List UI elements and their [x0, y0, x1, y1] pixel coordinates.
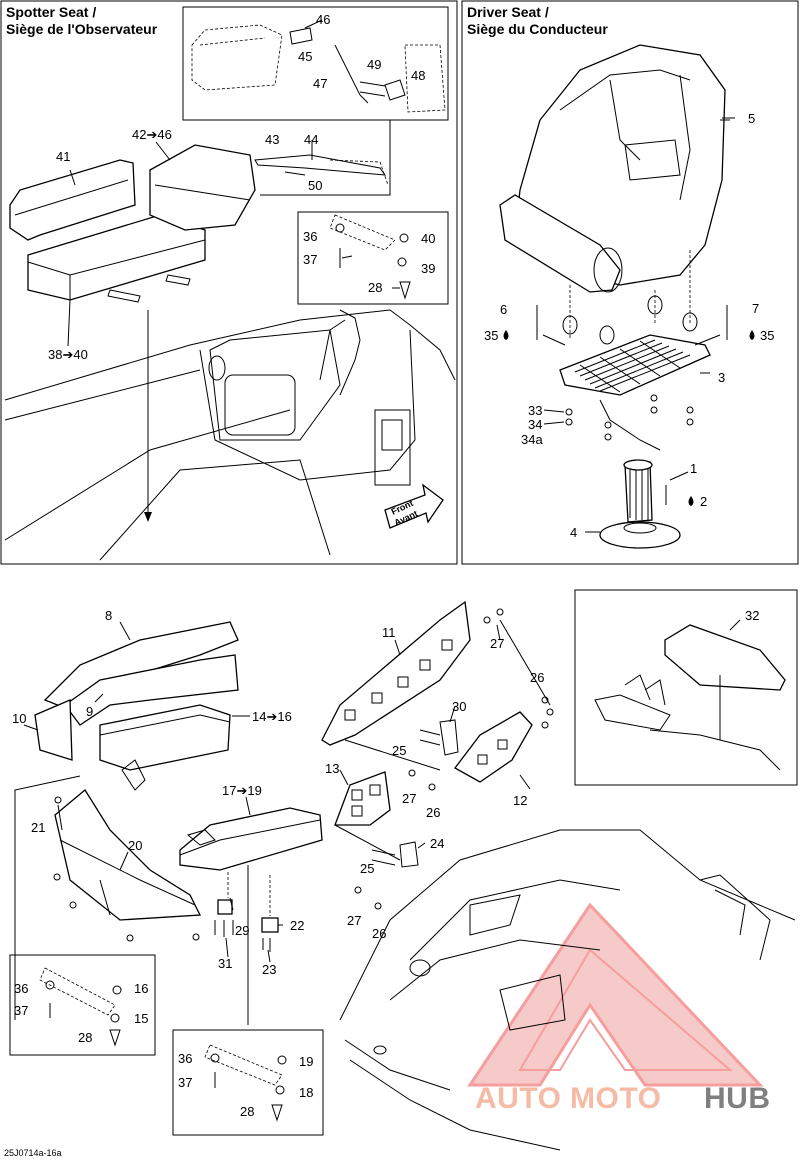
callout-2: 2 — [700, 494, 707, 509]
callout-47: 47 — [313, 76, 327, 91]
callout-44: 44 — [304, 132, 318, 147]
driver-title-line2: Siège du Conducteur — [467, 21, 608, 37]
callout-28: 28 — [368, 280, 382, 295]
box2-callout-18: 18 — [299, 1085, 313, 1100]
callout-21: 21 — [31, 820, 45, 835]
callout-25-lower: 25 — [360, 861, 374, 876]
callout-7: 7 — [752, 301, 759, 316]
callout-27-upper: 27 — [490, 636, 504, 651]
callout-5: 5 — [748, 111, 755, 126]
callout-38-40: 38➔40 — [48, 347, 88, 362]
callout-36: 36 — [303, 229, 317, 244]
box1-callout-28: 28 — [78, 1030, 92, 1045]
callout-9: 9 — [86, 704, 93, 719]
diagram-code: 25J0714a-16a — [4, 1148, 62, 1158]
callout-50: 50 — [308, 178, 322, 193]
callout-27-lower: 27 — [347, 913, 361, 928]
callout-10: 10 — [12, 711, 26, 726]
callout-13: 13 — [325, 761, 339, 776]
callout-40: 40 — [421, 231, 435, 246]
callout-43: 43 — [265, 132, 279, 147]
callout-41: 41 — [56, 149, 70, 164]
callout-35-left: 35 — [484, 328, 498, 343]
box1-callout-37: 37 — [14, 1003, 28, 1018]
callout-24: 24 — [430, 836, 444, 851]
box1-callout-15: 15 — [134, 1011, 148, 1026]
watermark-logo-icon — [467, 902, 764, 1087]
callout-33: 33 — [528, 403, 542, 418]
callout-49: 49 — [367, 57, 381, 72]
callout-30: 30 — [452, 699, 466, 714]
callout-14-16: 14➔16 — [252, 709, 292, 724]
callout-48: 48 — [411, 68, 425, 83]
callout-27-mid: 27 — [402, 791, 416, 806]
callout-45: 45 — [298, 49, 312, 64]
spotter-title-line1: Spotter Seat / — [6, 4, 96, 20]
callout-12: 12 — [513, 793, 527, 808]
driver-seat-panel: Driver Seat / Siège du Conducteur — [461, 0, 799, 565]
callout-17-19: 17➔19 — [222, 783, 262, 798]
box1-callout-36: 36 — [14, 981, 28, 996]
callout-11: 11 — [382, 625, 396, 640]
spotter-seat-panel: Spotter Seat / Siège de l'Observateur — [0, 0, 458, 565]
callout-42-46: 42➔46 — [132, 127, 172, 142]
callout-31: 31 — [218, 956, 232, 971]
callout-1: 1 — [690, 461, 697, 476]
callout-26-mid: 26 — [426, 805, 440, 820]
watermark-part2: MOTO — [570, 1082, 661, 1115]
callout-26-lower: 26 — [372, 926, 386, 941]
watermark-part3: HUB — [704, 1082, 771, 1115]
spotter-title-line2: Siège de l'Observateur — [6, 21, 158, 37]
callout-32: 32 — [745, 608, 759, 623]
callout-20: 20 — [128, 838, 142, 853]
callout-22: 22 — [290, 918, 304, 933]
callout-35-right: 35 — [760, 328, 774, 343]
callout-3: 3 — [718, 370, 725, 385]
callout-37: 37 — [303, 252, 317, 267]
callout-34: 34 — [528, 417, 542, 432]
box2-callout-36: 36 — [178, 1051, 192, 1066]
lower-section: 36 16 37 15 28 36 19 37 18 28 — [9, 589, 798, 1151]
callout-46: 46 — [316, 12, 330, 27]
callout-39: 39 — [421, 261, 435, 276]
box1-callout-16: 16 — [134, 981, 148, 996]
box2-callout-37: 37 — [178, 1075, 192, 1090]
box2-callout-28: 28 — [240, 1104, 254, 1119]
callout-25-upper: 25 — [392, 743, 406, 758]
watermark-text: AUTO MOTO HUB — [475, 1082, 771, 1115]
callout-29: 29 — [235, 923, 249, 938]
driver-title-line1: Driver Seat / — [467, 4, 549, 20]
callout-23: 23 — [262, 962, 276, 977]
callout-26-upper: 26 — [530, 670, 544, 685]
watermark-part1: AUTO — [475, 1082, 561, 1115]
callout-8: 8 — [105, 608, 112, 623]
callout-34a: 34a — [521, 432, 543, 447]
callout-4: 4 — [570, 525, 577, 540]
box2-callout-19: 19 — [299, 1054, 313, 1069]
callout-6: 6 — [500, 302, 507, 317]
